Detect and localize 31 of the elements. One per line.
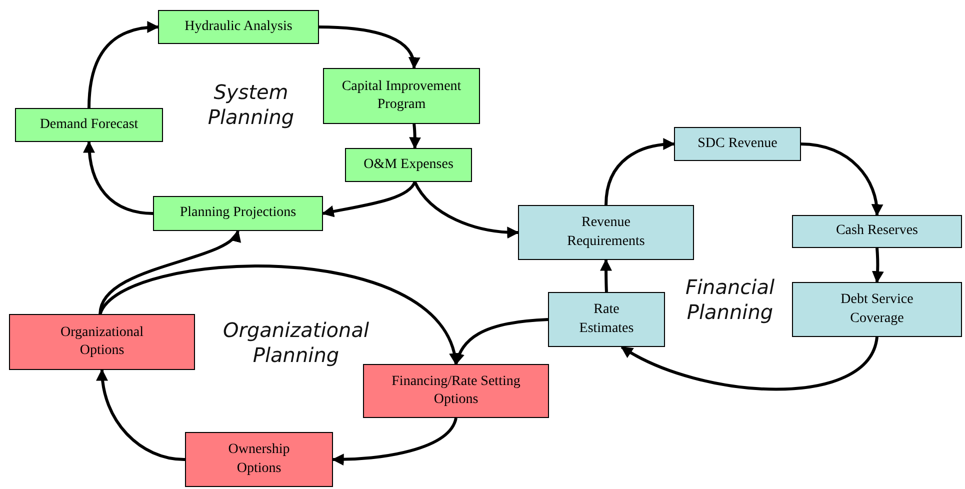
arrow [409,124,422,150]
process-box: Revenue Requirements [518,205,694,260]
arrow [98,264,459,366]
arrow [453,318,548,366]
arrow [322,181,416,218]
arrow [88,21,160,108]
arrow [620,336,878,391]
arrow [83,140,154,215]
process-box: Debt Service Coverage [792,282,962,337]
process-box: Capital Improvement Program [323,68,480,124]
arrow [604,138,676,206]
section-title: System Planning [206,80,296,130]
arrow [96,368,186,461]
process-box: Planning Projections [153,196,323,231]
process-box: Demand Forecast [15,108,163,142]
arrow [318,26,420,70]
process-box: Rate Estimates [548,292,665,347]
process-box: Organizational Options [9,314,195,370]
process-box: Cash Reserves [792,215,962,248]
arrow [332,417,458,466]
section-title: Financial Planning [684,275,776,325]
process-box: Hydraulic Analysis [158,10,319,44]
process-box: Ownership Options [185,432,333,487]
arrow [800,142,883,216]
process-box: Financing/Rate Setting Options [363,364,549,418]
arrow [98,230,240,314]
arrow [872,248,884,284]
arrow [414,181,520,238]
process-box: O&M Expenses [345,148,472,182]
arrow [600,258,612,292]
process-box: SDC Revenue [674,127,801,161]
